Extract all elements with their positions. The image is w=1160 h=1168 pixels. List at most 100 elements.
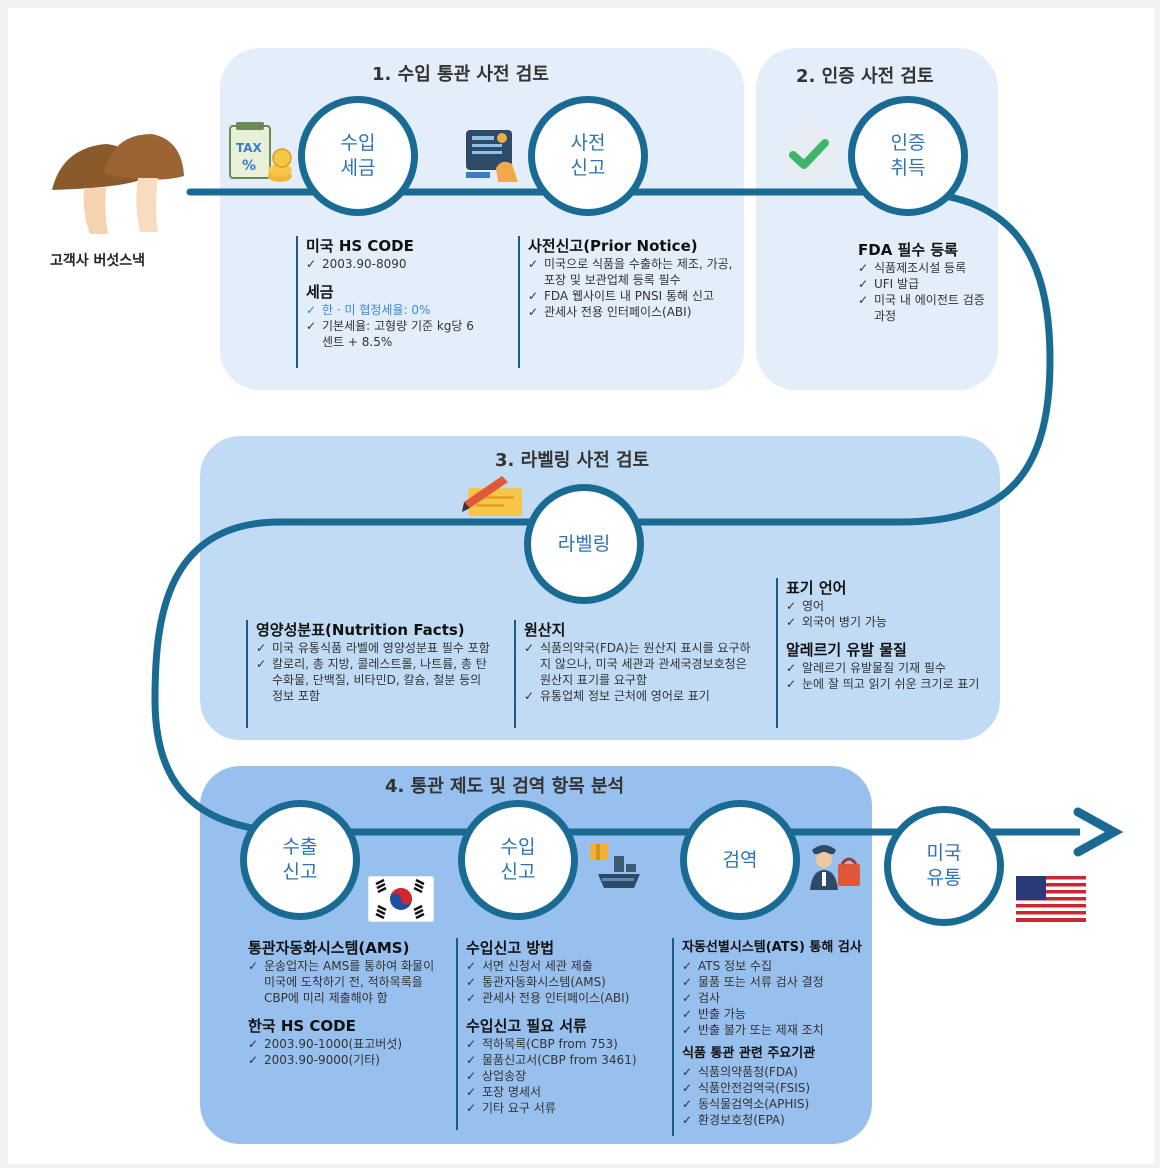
list-item: 물품신고서(CBP from 3461) [466, 1052, 666, 1068]
list-item: 반출 불가 또는 제재 조치 [682, 1022, 878, 1038]
list-item: 영어 [786, 598, 992, 614]
node-inspection: 검역 [680, 800, 800, 920]
node-labeling: 라벨링 [524, 484, 644, 604]
check-icon [779, 124, 839, 184]
agencies-heading: 식품 통관 관련 주요기관 [682, 1046, 816, 1061]
nutrition-facts-info: 영양성분표(Nutrition Facts) 미국 유통식품 라벨에 영양성분표… [246, 620, 492, 728]
import-tax-info: 미국 HS CODE 2003.90-8090 세금 한 · 미 협정세율: 0… [296, 236, 476, 368]
ams-info: 통관자동화시스템(AMS) 운송업자는 AMS를 통하여 화물이 미국에 도착하… [240, 938, 438, 1106]
node-label: 취득 [890, 157, 926, 179]
list-item: 포장 명세서 [466, 1084, 666, 1100]
tariff-list: 한 · 미 협정세율: 0% 기본세율: 고형량 기준 kg당 6센트 + 8.… [306, 302, 476, 350]
fda-registration-info: FDA 필수 등록 식품제조시설 등록 UFI 발급 미국 내 에이전트 검증 … [850, 240, 994, 340]
ams-list: 운송업자는 AMS를 통하여 화물이 미국에 도착하기 전, 적하목록을 CBP… [248, 958, 438, 1006]
inspection-info: 자동선별시스템(ATS) 통해 검사 ATS 정보 수집 물품 또는 서류 검사… [672, 938, 878, 1136]
node-import-tax: 수입 세금 [298, 96, 418, 216]
import-docs-list: 적하목록(CBP from 753) 물품신고서(CBP from 3461) … [466, 1036, 666, 1116]
list-item: 환경보호청(EPA) [682, 1112, 878, 1128]
list-item: 운송업자는 AMS를 통하여 화물이 미국에 도착하기 전, 적하목록을 CBP… [248, 958, 438, 1006]
list-item: 미국 내 에이전트 검증 과정 [858, 292, 994, 324]
list-item: 기본세율: 고형량 기준 kg당 6센트 + 8.5% [306, 318, 476, 350]
node-export-declaration: 수출 신고 [240, 800, 360, 920]
node-label: 라벨링 [557, 532, 611, 555]
list-item: 미국으로 식품을 수출하는 제조, 가공, 포장 및 보관업체 등록 필수 [528, 256, 740, 288]
list-item: 동식물검역소(APHIS) [682, 1096, 878, 1112]
prior-notice-heading: 사전신고(Prior Notice) [528, 237, 698, 255]
list-item: 관세사 전용 인터페이스(ABI) [528, 304, 740, 320]
customer-label: 고객사 버섯스낵 [50, 253, 146, 269]
node-label: 세금 [340, 157, 376, 179]
tariff-heading: 세금 [306, 283, 334, 301]
kr-hs-code-list: 2003.90-1000(표고버섯) 2003.90-9000(기타) [248, 1036, 438, 1068]
import-docs-heading: 수입신고 필요 서류 [466, 1017, 587, 1035]
label-language-info: 표기 언어 영어 외국어 병기 가능 알레르기 유발 물질 알레르기 유발물질 … [776, 578, 992, 728]
list-item: 서면 신청서 세관 제출 [466, 958, 666, 974]
svg-text:TAX: TAX [236, 141, 263, 155]
node-us-distribution: 미국 유통 [884, 806, 1004, 926]
ats-heading: 자동선별시스템(ATS) 통해 검사 [682, 940, 862, 955]
allergen-heading: 알레르기 유발 물질 [786, 641, 907, 659]
node-label: 수출 [282, 836, 318, 858]
list-item: 적하목록(CBP from 753) [466, 1036, 666, 1052]
list-item: 물품 또는 서류 검사 결정 [682, 974, 878, 990]
node-label: 인증 [890, 132, 926, 154]
node-prior-notice: 사전 신고 [528, 96, 648, 216]
section-2-title: 2. 인증 사전 검토 [796, 66, 934, 87]
label-language-list: 영어 외국어 병기 가능 [786, 598, 992, 630]
ats-list: ATS 정보 수집 물품 또는 서류 검사 결정 검사 반출 가능 반출 불가 … [682, 958, 878, 1038]
origin-list: 식품의약국(FDA)는 원산지 표시를 요구하지 않으나, 미국 세관과 관세국… [524, 640, 756, 704]
mushroom-icon [52, 134, 184, 234]
list-item: 기타 요구 서류 [466, 1100, 666, 1116]
list-item: 관세사 전용 인터페이스(ABI) [466, 990, 666, 1006]
node-label: 신고 [500, 861, 536, 883]
import-method-list: 서면 신청서 세관 제출 통관자동화시스템(AMS) 관세사 전용 인터페이스(… [466, 958, 666, 1006]
ams-heading: 통관자동화시스템(AMS) [248, 939, 410, 957]
korea-flag-icon [368, 876, 434, 922]
list-item: 반출 가능 [682, 1006, 878, 1022]
import-declaration-info: 수입신고 방법 서면 신청서 세관 제출 통관자동화시스템(AMS) 관세사 전… [456, 938, 666, 1130]
list-item: UFI 발급 [858, 276, 994, 292]
section-1-title: 1. 수입 통관 사전 검토 [372, 64, 549, 85]
prior-notice-list: 미국으로 식품을 수출하는 제조, 가공, 포장 및 보관업체 등록 필수 FD… [528, 256, 740, 320]
label-pencil-icon [462, 476, 522, 516]
import-method-heading: 수입신고 방법 [466, 939, 555, 957]
list-item: 식품안전검역국(FSIS) [682, 1080, 878, 1096]
section-3-title: 3. 라벨링 사전 검토 [495, 450, 650, 471]
node-certification: 인증 취득 [848, 96, 968, 216]
document-person-icon [466, 130, 518, 182]
list-item: 유통업체 정보 근처에 영어로 표기 [524, 688, 756, 704]
section-4-title: 4. 통관 제도 및 검역 항목 분석 [385, 776, 625, 797]
svg-text:%: % [242, 158, 256, 174]
list-item: 2003.90-8090 [306, 256, 476, 272]
list-item: 한 · 미 협정세율: 0% [306, 302, 476, 318]
origin-info: 원산지 식품의약국(FDA)는 원산지 표시를 요구하지 않으나, 미국 세관과… [514, 620, 756, 728]
list-item: ATS 정보 수집 [682, 958, 878, 974]
node-import-declaration: 수입 신고 [458, 800, 578, 920]
node-label: 수입 [340, 132, 376, 154]
nutrition-facts-list: 미국 유통식품 라벨에 영양성분표 필수 포함 칼로리, 총 지방, 콜레스트롤… [256, 640, 492, 704]
node-label: 사전 [570, 132, 606, 154]
kr-hs-code-heading: 한국 HS CODE [248, 1017, 356, 1035]
list-item: 2003.90-1000(표고버섯) [248, 1036, 438, 1052]
node-label: 미국 [926, 842, 962, 864]
tax-calculator-icon: TAX % [229, 122, 292, 182]
node-label: 유통 [926, 867, 962, 889]
us-hs-code-list: 2003.90-8090 [306, 256, 476, 272]
list-item: 알레르기 유발물질 기재 필수 [786, 660, 992, 676]
node-label: 신고 [570, 157, 606, 179]
node-label: 신고 [282, 861, 318, 883]
fda-registration-heading: FDA 필수 등록 [858, 241, 958, 259]
origin-heading: 원산지 [524, 621, 566, 639]
list-item: 미국 유통식품 라벨에 영양성분표 필수 포함 [256, 640, 492, 656]
list-item: 식품제조시설 등록 [858, 260, 994, 276]
list-item: 검사 [682, 990, 878, 1006]
customs-officer-icon [810, 845, 860, 890]
allergen-list: 알레르기 유발물질 기재 필수 눈에 잘 띄고 읽기 쉬운 크기로 표기 [786, 660, 992, 692]
prior-notice-info: 사전신고(Prior Notice) 미국으로 식품을 수출하는 제조, 가공,… [518, 236, 740, 368]
list-item: 칼로리, 총 지방, 콜레스트롤, 나트륨, 총 탄수화물, 단백질, 비타민D… [256, 656, 492, 704]
fda-registration-list: 식품제조시설 등록 UFI 발급 미국 내 에이전트 검증 과정 [858, 260, 994, 324]
us-hs-code-heading: 미국 HS CODE [306, 237, 414, 255]
list-item: 외국어 병기 가능 [786, 614, 992, 630]
us-flag-icon [1016, 876, 1086, 922]
